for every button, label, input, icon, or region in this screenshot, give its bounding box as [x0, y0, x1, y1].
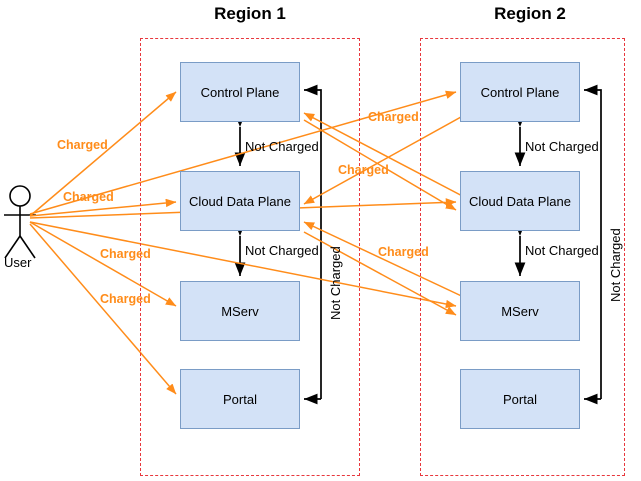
arrow-r1-to-r2-mserv [303, 231, 457, 316]
label-charged-user-cloud-data-plane: Charged [63, 190, 114, 204]
label-charged-r2-to-r1cdp: Charged [378, 245, 429, 259]
arrow-user-to-r1-control-plane [29, 91, 177, 217]
node-r1-mserv[interactable]: MServ [180, 281, 300, 341]
node-r2-mserv[interactable]: MServ [460, 281, 580, 341]
cross-region-charged-arrows [303, 111, 471, 316]
actor-head-icon [9, 185, 31, 207]
r1-return-to-cp [304, 84, 322, 399]
node-r2-control-plane[interactable]: Control Plane [460, 62, 580, 122]
arrow-user-to-r2-control-plane [29, 90, 457, 215]
label-r1-return-not-charged: Not Charged [328, 246, 343, 320]
label-charged-r1-to-r2cdp: Charged [338, 163, 389, 177]
label-r2-cdp-mserv-not-charged: Not Charged [525, 243, 599, 258]
node-r1-portal[interactable]: Portal [180, 369, 300, 429]
node-r2-cloud-data-plane[interactable]: Cloud Data Plane [460, 171, 580, 231]
region-1-boundary [140, 38, 360, 476]
arrow-r2cp-to-r1-cloud-data-plane [303, 111, 471, 205]
label-r1-cdp-mserv-not-charged: Not Charged [245, 243, 319, 258]
label-charged-user-portal: Charged [100, 292, 151, 306]
arrow-user-to-r2-mserv [29, 221, 457, 309]
region-1-title: Region 1 [214, 4, 286, 23]
arrow-user-to-r1-portal [29, 223, 177, 395]
arrow-r2-lower-to-r1-cloud-data-plane [303, 221, 471, 301]
node-r1-cloud-data-plane[interactable]: Cloud Data Plane [180, 171, 300, 231]
label-charged-user-control-plane: Charged [57, 138, 108, 152]
region-2-title: Region 2 [494, 4, 566, 23]
label-r2-return-not-charged: Not Charged [608, 228, 623, 302]
r2-return-to-cp [584, 84, 602, 399]
arrow-r2-to-r1-control-plane [303, 112, 471, 201]
user-actor-label: User [4, 255, 32, 270]
label-charged-r2cp-to-r1: Charged [368, 110, 419, 124]
arrow-user-to-r1-mserv [29, 221, 177, 307]
arrow-user-to-r1-cloud-data-plane [29, 198, 177, 217]
region-2-boundary [420, 38, 625, 476]
node-r2-portal[interactable]: Portal [460, 369, 580, 429]
node-r1-control-plane[interactable]: Control Plane [180, 62, 300, 122]
actor-leg-right [19, 235, 36, 259]
arrow-r1-to-r2-cloud-data-plane [303, 119, 457, 211]
label-r1-cp-cdp-not-charged: Not Charged [245, 139, 319, 154]
actor-leg-left [4, 235, 21, 259]
r1-return-path [304, 84, 322, 405]
r2-return-path [584, 84, 602, 405]
label-charged-user-mserv: Charged [100, 247, 151, 261]
label-r2-cp-cdp-not-charged: Not Charged [525, 139, 599, 154]
